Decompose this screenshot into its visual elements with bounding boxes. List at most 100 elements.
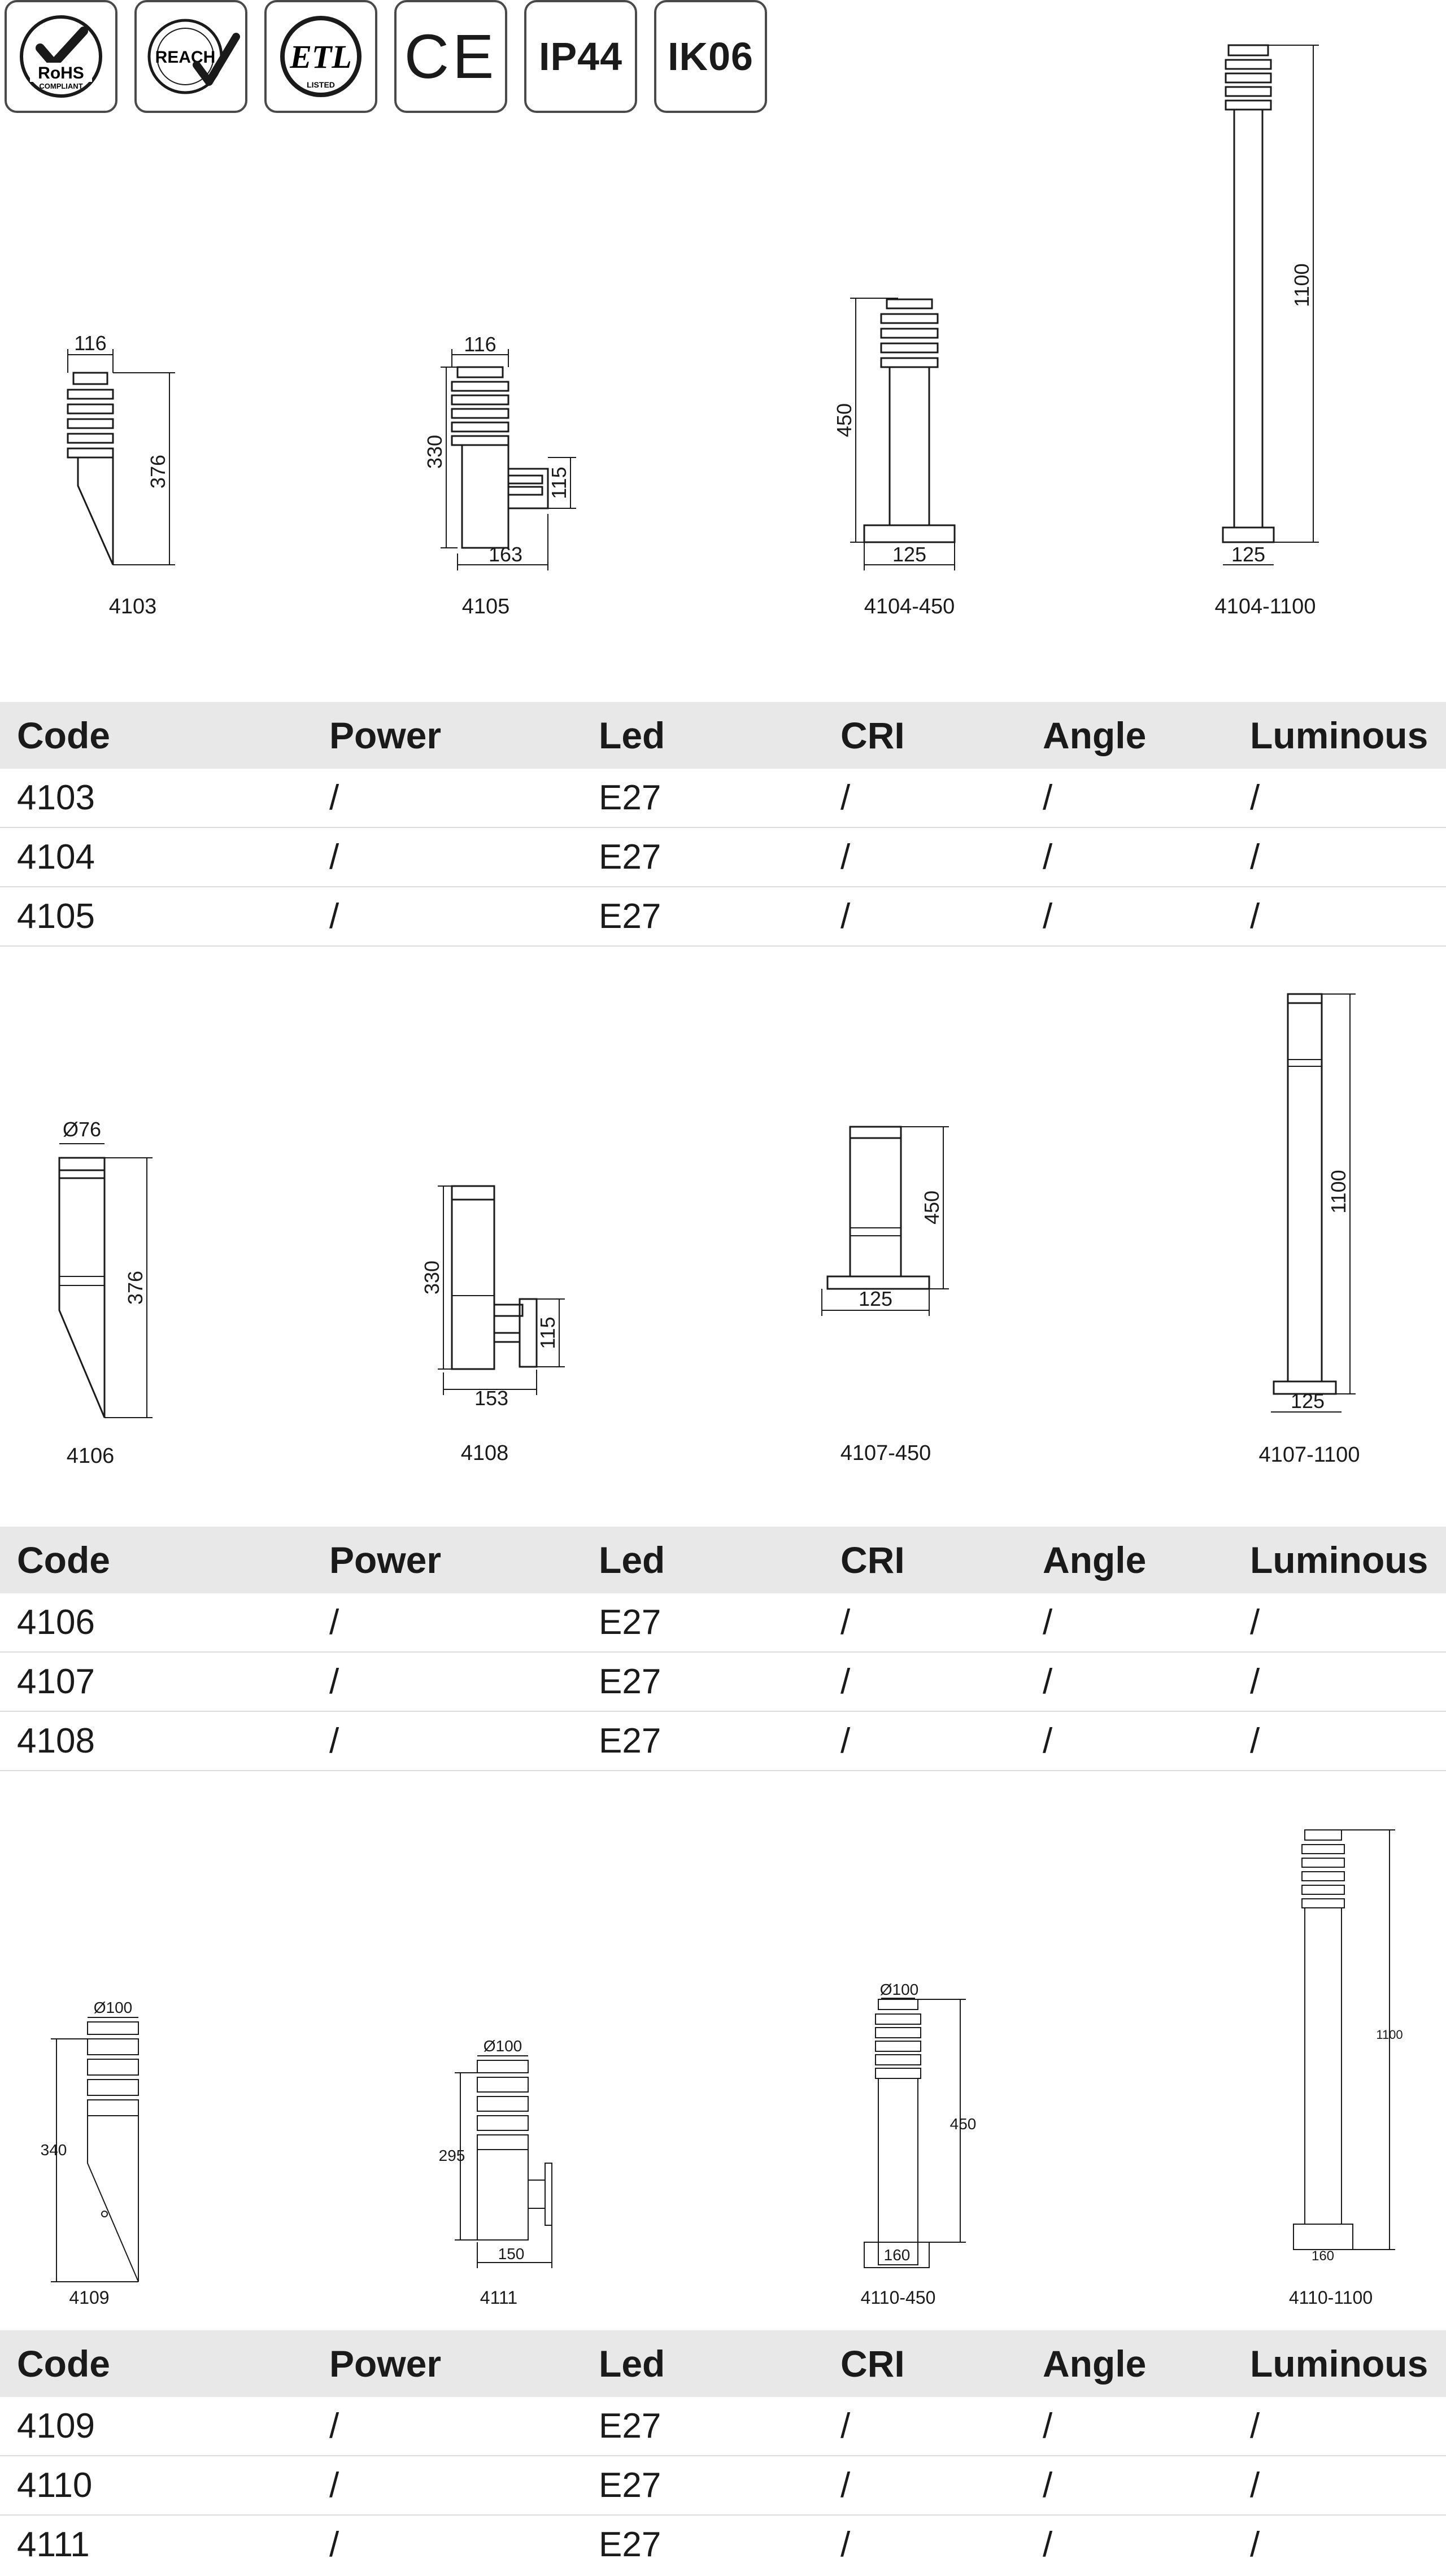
reach-check-icon: REACH [147,19,240,94]
cell-led: E27 [599,778,661,817]
ce-badge: CE [394,0,507,113]
rohs-check-icon: RoHS COMPLIANT [20,15,102,98]
table-row: 4104 / E27 / / / [0,828,1446,887]
caption-4110-1100: 4110-1100 [1288,2287,1373,2308]
dim-4107-1100-height: 1100 [1327,1170,1350,1213]
cell-led: E27 [599,2466,661,2505]
cell-led: E27 [599,1721,661,1760]
dim-4107-1100-base: 125 [1291,1389,1325,1413]
section-2-drawings: Ø76 376 330 115 153 450 125 1100 125 410… [0,949,1446,1525]
dim-4105-width: 116 [464,333,496,356]
caption-4111: 4111 [480,2287,518,2308]
cell-code: 4111 [17,2525,90,2564]
dim-4110-450-diameter: Ø100 [880,1981,919,1998]
ce-mark-icon: CE [404,21,498,91]
header-power: Power [329,1539,442,1581]
header-code: Code [17,1539,110,1581]
cell-led: E27 [599,897,661,936]
caption-4107-450: 4107-450 [840,1441,931,1465]
table-row: 4103 / E27 / / / [0,769,1446,828]
header-cri: CRI [840,714,905,756]
dim-4108-bracket: 115 [536,1317,559,1349]
drawing-4104-450 [850,298,956,570]
cell-angle: / [1043,838,1053,877]
rohs-sub: COMPLIANT [39,82,82,90]
dim-4103-width: 116 [74,332,106,355]
cell-luminous: / [1250,1662,1260,1701]
ip44-label: IP44 [539,34,622,79]
cell-code: 4110 [17,2466,93,2505]
dim-4105-depth: 163 [489,543,522,566]
cell-luminous: / [1250,1603,1260,1642]
caption-4106: 4106 [66,1444,115,1468]
table-row: 4110 / E27 / / / [0,2456,1446,2516]
reach-label: REACH [155,48,216,67]
dim-4103-height: 376 [146,455,169,489]
table-row: 4106 / E27 / / / [0,1593,1446,1653]
etl-sub: LISTED [307,80,335,89]
cell-power: / [329,1662,339,1701]
cell-cri: / [840,1603,851,1642]
header-cri: CRI [840,1539,905,1581]
drawing-4108 [438,1185,565,1395]
dim-4111-diameter: Ø100 [484,2037,522,2055]
cell-led: E27 [599,1662,661,1701]
ik06-label: IK06 [668,34,754,79]
cell-luminous: / [1250,897,1260,936]
cell-angle: / [1043,2466,1053,2505]
dim-4106-diameter: Ø76 [63,1118,101,1141]
cell-angle: / [1043,1662,1053,1701]
drawing-4104-1100 [1222,44,1319,565]
rohs-label: RoHS [38,64,84,82]
cell-code: 4104 [17,838,95,877]
header-led: Led [599,2343,665,2385]
cell-cri: / [840,838,851,877]
header-luminous: Luminous [1250,714,1428,756]
drawing-4107-1100 [1271,993,1356,1413]
cell-cri: / [840,778,851,817]
section-1-drawings: 116 376 116 330 115 163 450 125 1100 125… [0,0,1446,700]
ik06-badge: IK06 [654,0,767,113]
caption-4103: 4103 [108,595,157,618]
cell-cri: / [840,1721,851,1760]
cell-code: 4108 [17,1721,95,1760]
cell-power: / [329,1603,339,1642]
cell-angle: / [1043,897,1053,936]
header-luminous: Luminous [1250,2343,1428,2385]
etl-label: ETL [289,38,352,75]
drawing-4110-450 [864,1998,966,2268]
caption-4104-450: 4104-450 [864,595,955,618]
certification-badges: RoHS COMPLIANT REACH ETL LISTED CE IP44 … [5,0,767,113]
table-header: Code Power Led CRI Angle Luminous [0,702,1446,769]
table-row: 4109 / E27 / / / [0,2397,1446,2456]
header-code: Code [17,714,110,756]
dim-4105-bracket: 115 [547,467,570,499]
etl-icon: ETL LISTED [280,16,362,97]
caption-4109: 4109 [69,2287,110,2308]
cell-angle: / [1043,778,1053,817]
header-led: Led [599,714,665,756]
section-3-technical-drawings: Ø100 340 Ø100 295 150 Ø100 450 160 1100 … [41,1829,1403,2282]
cell-cri: / [840,2525,851,2564]
dim-4104-1100-height: 1100 [1290,263,1313,307]
reach-badge: REACH [134,0,247,113]
table-row: 4107 / E27 / / / [0,1653,1446,1712]
cell-led: E27 [599,838,661,877]
dim-4110-450-base: 160 [884,2246,911,2264]
table-header: Code Power Led CRI Angle Luminous [0,2330,1446,2397]
drawing-4103 [67,349,175,565]
dim-4108-height: 330 [420,1261,443,1294]
cell-code: 4106 [17,1603,95,1642]
cell-luminous: / [1250,1721,1260,1760]
drawing-4107-450 [821,1126,949,1316]
cell-power: / [329,778,339,817]
cell-code: 4109 [17,2407,95,2446]
dim-4104-450-base: 125 [892,543,926,566]
header-luminous: Luminous [1250,1539,1428,1581]
dim-4105-height: 330 [423,435,446,469]
cell-led: E27 [599,2525,661,2564]
header-angle: Angle [1043,1539,1147,1581]
drawing-4109 [51,2017,139,2282]
cell-power: / [329,1721,339,1760]
spec-table-1: Code Power Led CRI Angle Luminous 4103 /… [0,702,1446,947]
